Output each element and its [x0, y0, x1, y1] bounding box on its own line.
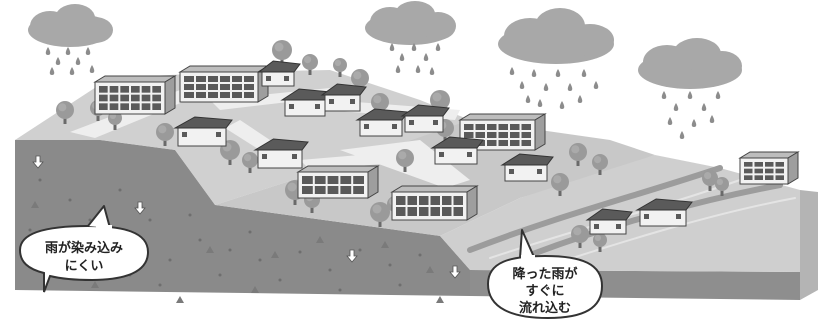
rain-drop [702, 103, 707, 111]
soil-dot [39, 179, 42, 182]
cloud-right-2 [638, 38, 742, 89]
rain-drop [400, 53, 405, 61]
soil-dot [69, 199, 72, 202]
soil-dot [259, 259, 262, 262]
rain-drop [532, 69, 537, 77]
rain-drop [520, 81, 525, 89]
soil-side-face [800, 190, 818, 300]
rain-drop [668, 117, 673, 125]
rain-drop [46, 47, 51, 55]
rain-drop [582, 69, 587, 77]
cloud-right-1 [498, 8, 614, 64]
callout-left-line-1: 雨が染み込み [45, 240, 123, 256]
rain-drop [76, 57, 81, 65]
rain-drop [692, 119, 697, 127]
soil-dot [119, 189, 122, 192]
rain-drop [70, 67, 75, 75]
callout-right-line-2: すぐに [525, 284, 564, 299]
apartment-building [740, 152, 798, 184]
rain-drop [568, 83, 573, 91]
triangle-dot [436, 296, 444, 303]
rain-drop [716, 91, 721, 99]
apartment-building [392, 186, 477, 220]
soil-dot [169, 259, 172, 262]
rain-drop [424, 53, 429, 61]
soil-dot [329, 269, 332, 272]
callout-right-line-1: 降った雨が [512, 266, 577, 282]
rain-drop [560, 101, 565, 109]
triangle-dot [176, 296, 184, 303]
soil-dot [149, 219, 152, 222]
soil-dot [199, 239, 202, 242]
soil-dot [229, 249, 232, 252]
rain-drop [396, 65, 401, 73]
soil-dot [249, 231, 252, 234]
rain-drop [674, 103, 679, 111]
rain-drop [50, 67, 55, 75]
rain-drop [66, 47, 71, 55]
rain-drop [594, 81, 599, 89]
soil-dot [219, 274, 222, 277]
apartment-building [180, 66, 268, 102]
soil-dot [299, 251, 302, 254]
rain-drop [436, 43, 441, 51]
soil-dot [279, 279, 282, 282]
rain-drop [56, 57, 61, 65]
rain-drop [390, 43, 395, 51]
soil-dot [359, 249, 362, 252]
soil-dot [389, 264, 392, 267]
cloud-left [28, 4, 113, 47]
soil-dot [189, 214, 192, 217]
rain-drop [526, 95, 531, 103]
apartment-building [95, 76, 175, 114]
rain-drop [556, 69, 561, 77]
rain-drop [662, 91, 667, 99]
soil-dot [159, 284, 162, 287]
rain-drop [544, 83, 549, 91]
rain-drop [680, 131, 685, 139]
callout-right-line-3: 流れ込む [519, 300, 571, 316]
rain-drop [416, 65, 421, 73]
rain-drop [538, 99, 543, 107]
apartment-building [298, 166, 378, 198]
soil-dot [339, 289, 342, 292]
soil-dot [419, 254, 422, 257]
rain-drop [90, 65, 95, 73]
house [259, 61, 300, 86]
rain-drop [710, 115, 715, 123]
rain-drop [578, 95, 583, 103]
rain-drop [430, 67, 435, 75]
callout-left-line-2: にくい [65, 259, 104, 274]
rain-drop [688, 91, 693, 99]
rain-drop [510, 67, 515, 75]
soil-dot [399, 284, 402, 287]
rain-drop [86, 47, 91, 55]
soil-dot [29, 229, 32, 232]
cloud-center [365, 1, 456, 45]
